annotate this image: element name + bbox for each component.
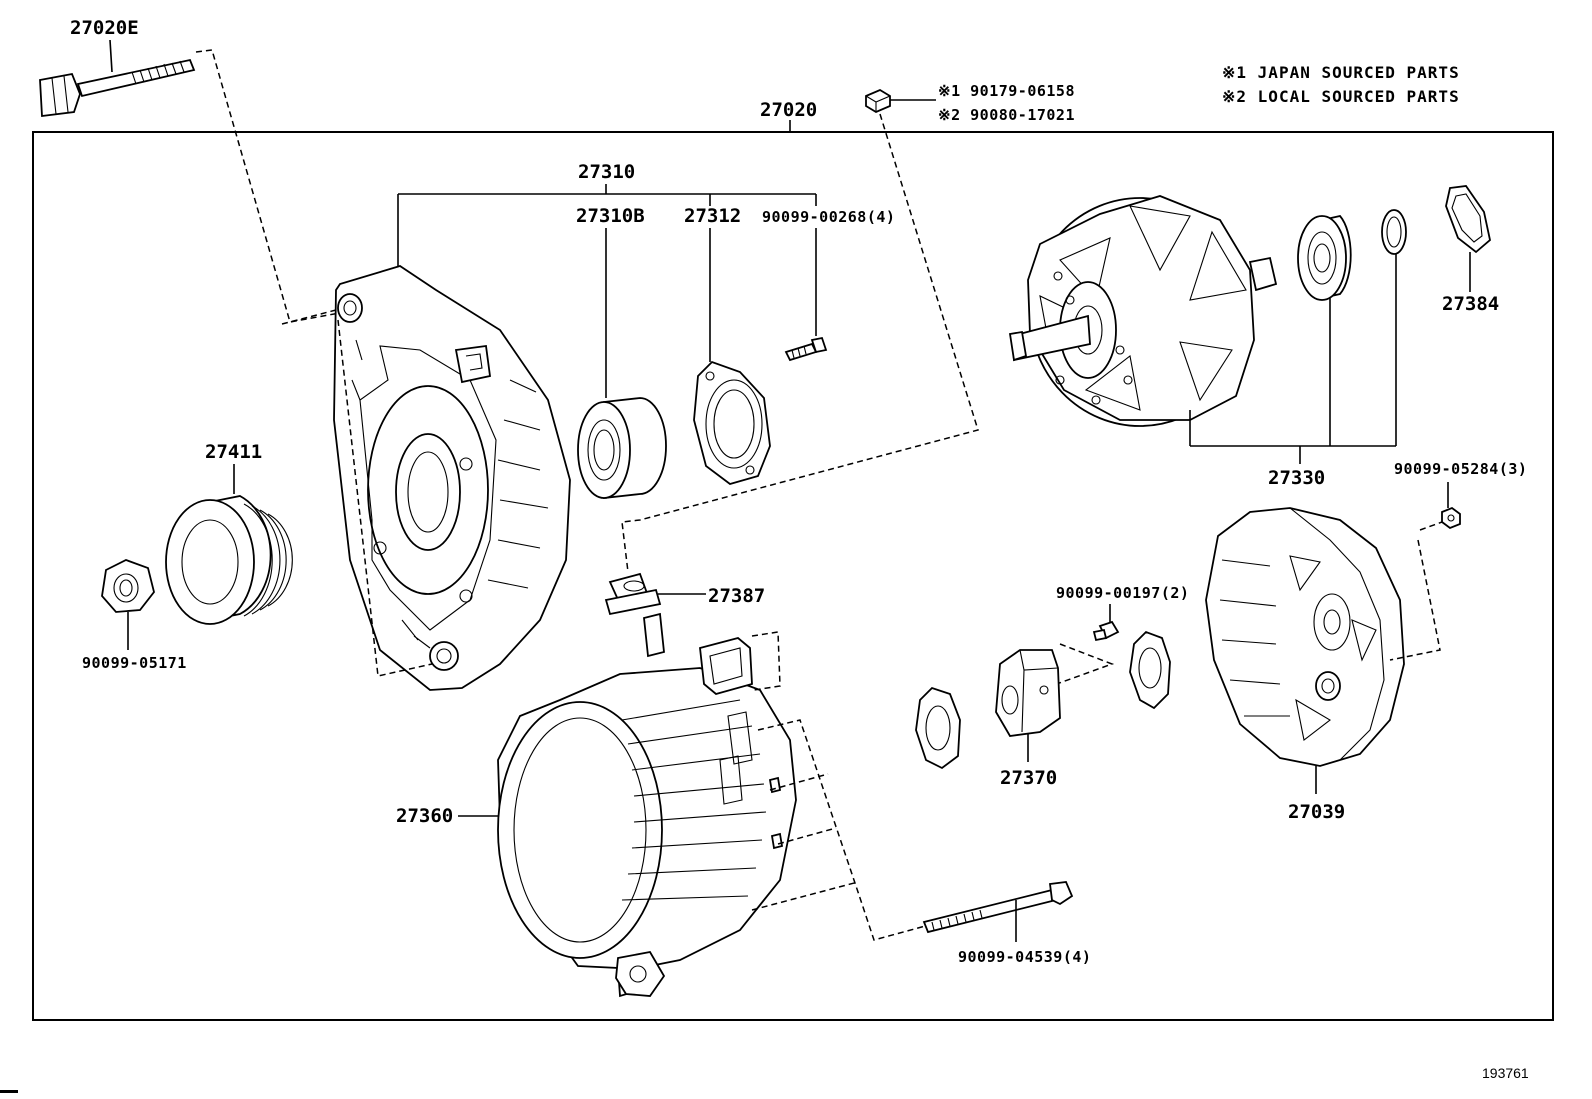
note-local-sourced: ※2 LOCAL SOURCED PARTS xyxy=(1222,87,1460,106)
label-27310: 27310 xyxy=(578,161,635,183)
label-27360: 27360 xyxy=(396,805,453,827)
nut-90099-05284 xyxy=(1441,506,1461,530)
bearing-cover-27384 xyxy=(1445,185,1491,254)
bolt-27020e xyxy=(39,58,196,118)
label-90179: ※1 90179-06158 xyxy=(938,82,1075,100)
label-27020e: 27020E xyxy=(70,17,139,39)
label-27312: 27312 xyxy=(684,205,741,227)
nut-90179 xyxy=(865,88,891,114)
gasket-right xyxy=(1129,630,1171,710)
label-90099-00268: 90099-00268(4) xyxy=(762,208,895,226)
gasket-left xyxy=(915,686,961,770)
screw-90099-00268 xyxy=(784,336,828,362)
assembly-frame xyxy=(32,131,1554,1021)
rear-end-cover-27039 xyxy=(1205,507,1405,767)
label-90099-04539: 90099-04539(4) xyxy=(958,948,1091,966)
label-27387: 27387 xyxy=(708,585,765,607)
label-27411: 27411 xyxy=(205,441,262,463)
rear-bearing xyxy=(1297,215,1352,301)
label-90099-05171: 90099-05171 xyxy=(82,654,187,672)
label-27020: 27020 xyxy=(760,99,817,121)
label-90099-05284: 90099-05284(3) xyxy=(1394,460,1527,478)
bearing-27310b xyxy=(577,397,667,500)
rotor-27330 xyxy=(1008,195,1278,427)
rectifier-end-frame-27360 xyxy=(497,612,797,998)
bolt-90099-04539 xyxy=(922,881,1074,934)
brush-holder-27370 xyxy=(995,649,1061,737)
pulley-27411 xyxy=(165,495,293,625)
label-27370: 27370 xyxy=(1000,767,1057,789)
terminal-insulator-27387 xyxy=(604,572,662,616)
note-japan-sourced: ※1 JAPAN SOURCED PARTS xyxy=(1222,63,1460,82)
corner-mark xyxy=(0,1090,18,1093)
drive-end-frame-27310 xyxy=(333,265,571,691)
label-27310b: 27310B xyxy=(576,205,645,227)
label-27330: 27330 xyxy=(1268,467,1325,489)
washer xyxy=(1381,209,1407,255)
nut-90099-05171 xyxy=(101,559,155,613)
label-27384: 27384 xyxy=(1442,293,1499,315)
reference-number: 193761 xyxy=(1482,1065,1529,1081)
screw-90099-00197 xyxy=(1092,620,1120,642)
label-90080: ※2 90080-17021 xyxy=(938,106,1075,124)
label-90099-00197: 90099-00197(2) xyxy=(1056,584,1189,602)
retainer-plate-27312 xyxy=(693,360,771,485)
label-27039: 27039 xyxy=(1288,801,1345,823)
